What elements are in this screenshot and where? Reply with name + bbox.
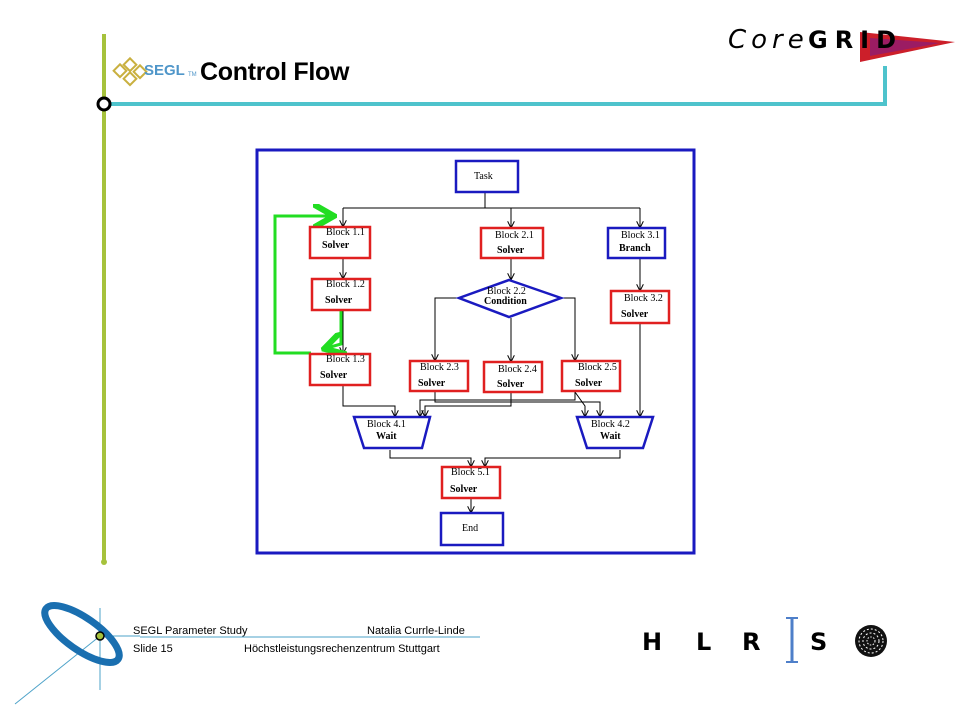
arrow-2-4-to-4-1 [425,393,512,416]
hlrs-letter-s: S [810,628,827,656]
header-junction-dot [96,96,112,112]
block-3-1-kind: Branch [619,243,651,254]
footer-study: SEGL Parameter Study [133,625,248,637]
block-2-3-kind: Solver [418,378,446,389]
arrow-2-5-to-4-1 [420,392,576,416]
block-4-2-kind: Wait [600,431,621,442]
arrow-2-5-to-4-2 [574,391,585,416]
block-2-4-node [482,360,544,394]
control-flow-diagram: Task Block 1.1 Solver Block 1.2 Solver B… [255,148,696,555]
segl-logo-graphic: SEGL TM [112,56,197,87]
block-1-1-node [308,225,372,260]
block-1-3-label: Block 1.3 [326,354,365,365]
block-2-2-node [455,278,565,319]
hlrs-letter-r: R [742,628,760,656]
task-label: Task [474,171,493,182]
slide-title: Control Flow [200,58,350,86]
segl-logo: SEGL TM [108,56,198,98]
block-2-5-label: Block 2.5 [578,362,617,373]
block-2-1-kind: Solver [497,245,525,256]
coregrid-swoosh-shade [870,38,940,56]
block-1-2-label: Block 1.2 [326,279,365,290]
block-5-1-node [440,465,502,500]
block-1-3-kind: Solver [320,370,348,381]
block-2-5-kind: Solver [575,378,603,389]
block-3-1-node [606,226,667,260]
arrow-to-block-2-3 [435,297,459,360]
block-2-3-label: Block 2.3 [420,362,459,373]
end-label: End [462,523,478,534]
block-2-1-node [479,226,545,260]
footer-slide-number: Slide 15 [133,643,173,655]
task-node [454,159,520,194]
footer-institute: Höchstleistungsrechenzentrum Stuttgart [244,643,440,655]
footer-divider [140,636,480,638]
diagram-frame [255,148,696,555]
arrow-2-3-to-4-2 [434,391,600,416]
block-4-2-label: Block 4.2 [591,419,630,430]
block-2-3-node [408,359,470,393]
segl-logo-text: SEGL [144,62,185,79]
hlrs-sphere-icon [855,625,887,657]
block-3-2-kind: Solver [621,309,649,320]
orbit-ring [41,602,123,666]
coregrid-logo: Core GRID [728,25,955,62]
block-3-1-label: Block 3.1 [621,230,660,241]
coregrid-core-text: Core [728,25,809,55]
vertical-line-end-dot [101,559,107,565]
segl-logo-sup: TM [188,72,197,78]
block-1-2-kind: Solver [325,295,353,306]
hlrs-logo: H L R S [642,617,887,663]
coregrid-grid-text: GRID [808,26,903,54]
orbit-logo [14,602,140,705]
block-5-1-label: Block 5.1 [451,467,490,478]
block-1-1-label: Block 1.1 [326,227,365,238]
block-4-1-label: Block 4.1 [367,419,406,430]
block-1-2-node [310,277,372,312]
loop-arrows [273,216,341,355]
block-1-3-node [308,352,372,387]
arrow-1-3-to-4-1 [342,384,395,416]
arrow-to-block-2-5 [561,297,575,360]
loop-arrow-back [273,216,331,355]
block-2-5-node [560,359,622,393]
block-4-1-kind: Wait [376,431,397,442]
block-3-2-label: Block 3.2 [624,293,663,304]
block-1-1-kind: Solver [322,240,350,251]
block-5-1-kind: Solver [450,484,478,495]
hlrs-letter-l: L [696,628,711,656]
arrow-4-2-to-5-1 [485,450,621,466]
arrow-4-1-to-5-1 [389,450,471,466]
orbit-diagonal-line [14,635,101,705]
block-2-2-label: Block 2.2 [487,286,526,297]
orbit-dot [95,631,105,641]
hlrs-letter-h: H [642,628,662,656]
block-4-2-node [575,415,655,450]
footer-author: Natalia Currle-Linde [367,625,465,637]
block-3-2-node [609,289,671,325]
block-2-2-kind: Condition [484,296,527,307]
block-2-4-label: Block 2.4 [498,364,537,375]
block-2-1-label: Block 2.1 [495,230,534,241]
block-2-4-kind: Solver [497,379,525,390]
loop-arrow-down [327,310,341,348]
block-4-1-node [352,415,432,450]
end-node [439,511,505,547]
